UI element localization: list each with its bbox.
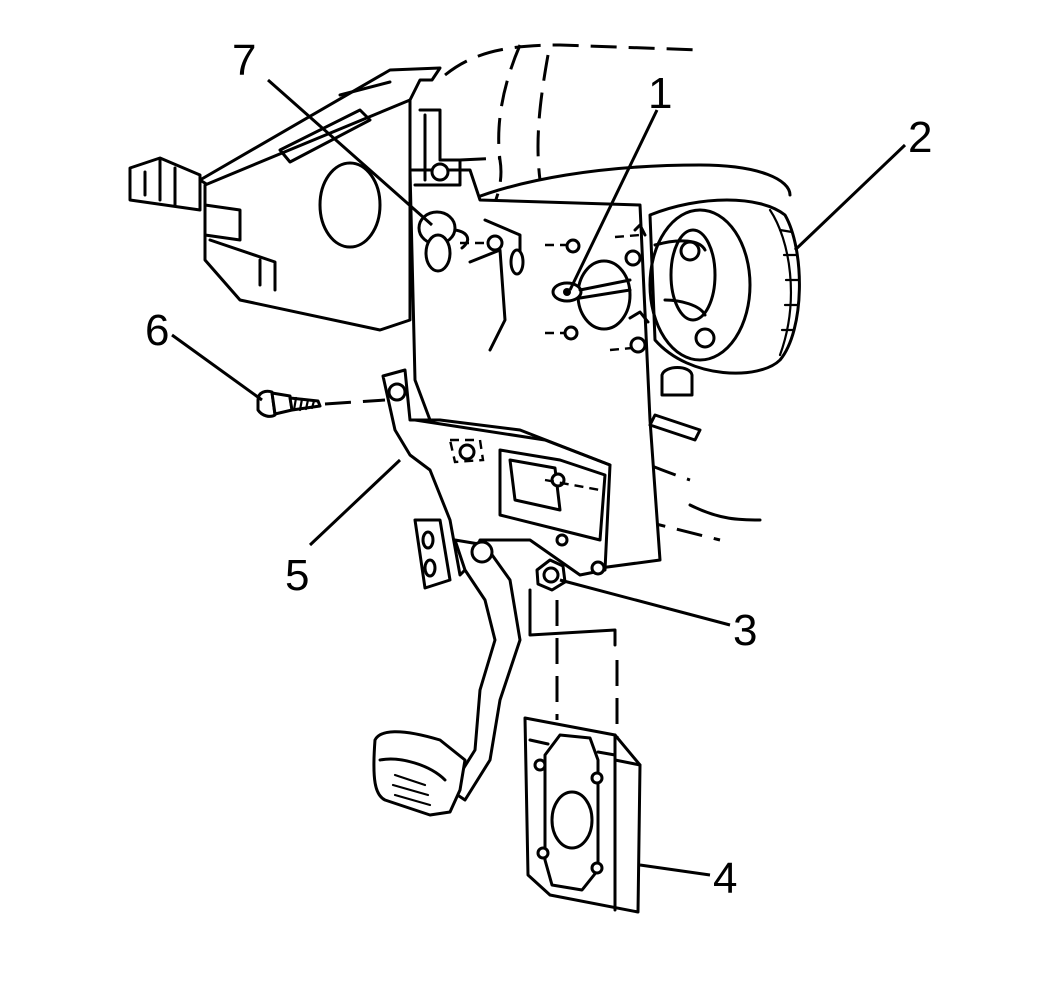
item-5-pedal-bracket	[381, 368, 612, 577]
callout-leaders	[171, 78, 907, 877]
callout-labels: 7 1 2 6 5 3 4	[145, 36, 932, 903]
steering-column-bracket	[128, 66, 442, 332]
callout-6: 6	[145, 306, 169, 355]
brake-pedal	[372, 518, 522, 817]
callout-5: 5	[285, 551, 309, 600]
callout-3: 3	[733, 606, 757, 655]
item-7-clip	[417, 210, 504, 273]
item-6-bolt	[256, 389, 386, 418]
callout-2: 2	[908, 113, 932, 162]
item-4-reinforcement-plate	[523, 716, 642, 914]
item-2-brake-booster	[628, 198, 801, 442]
callout-1: 1	[648, 69, 672, 118]
item-1-pushrod-clevis	[545, 233, 647, 354]
item-3-nut	[528, 558, 619, 740]
callout-7: 7	[232, 36, 256, 85]
callout-4: 4	[713, 854, 737, 903]
